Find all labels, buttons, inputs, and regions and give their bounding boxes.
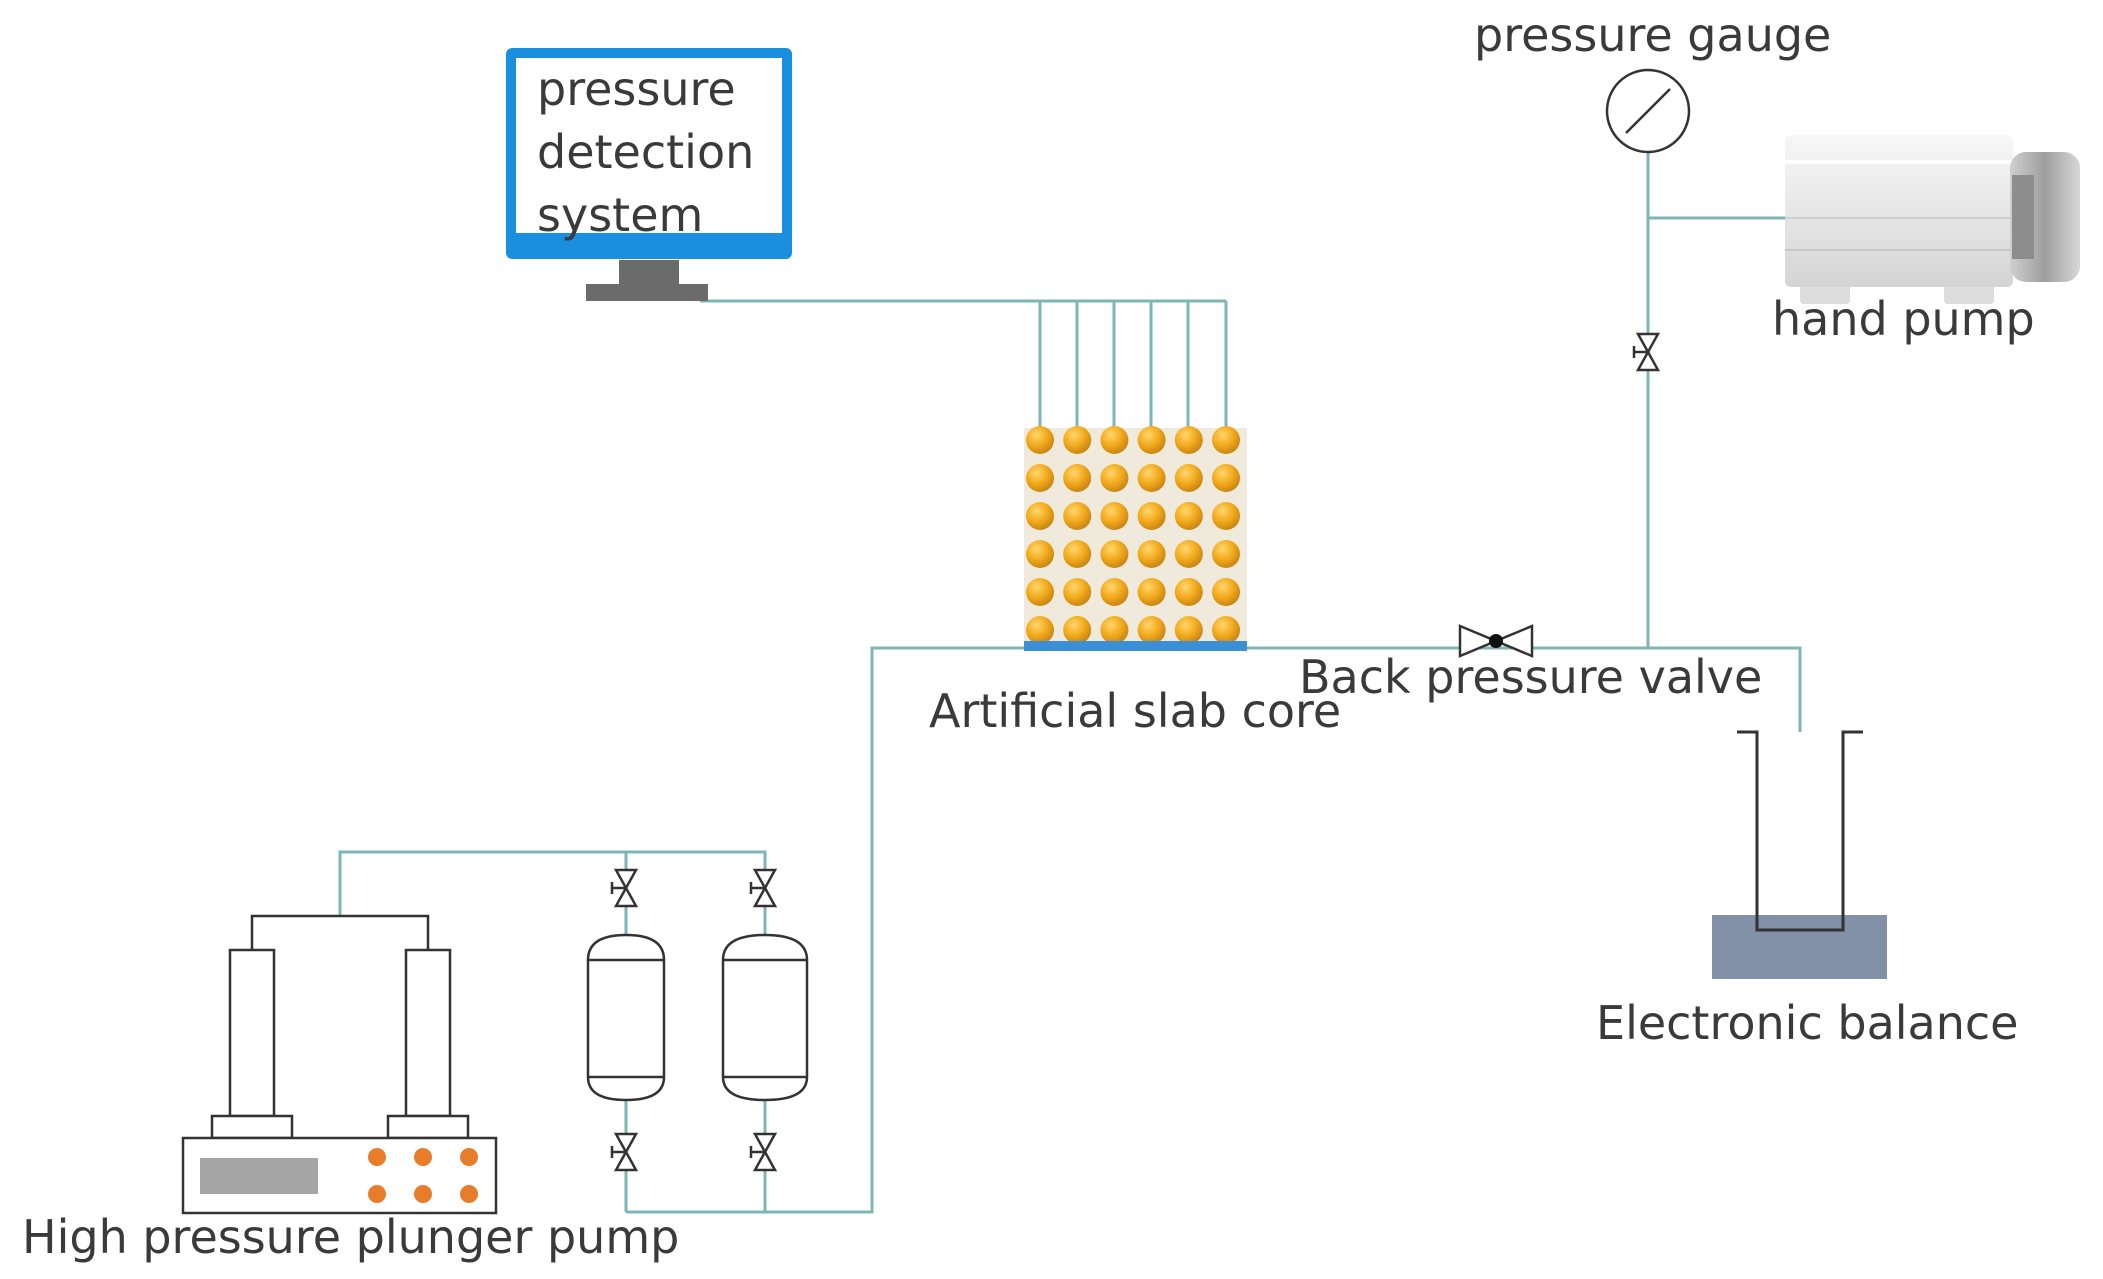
pump-buttons [368, 1148, 478, 1203]
hand-pump-label: hand pump [1772, 292, 2035, 346]
needle-valve [1632, 332, 1661, 372]
core-sphere [1063, 502, 1092, 530]
beaker [1737, 730, 1863, 932]
pump-button [414, 1148, 432, 1166]
core-sphere [1137, 540, 1166, 568]
needle-valve [749, 1132, 778, 1172]
electronic-balance [1712, 730, 1887, 979]
bpv-left-wing [1458, 624, 1500, 658]
core-sphere [1026, 578, 1054, 606]
core-sphere [1212, 464, 1240, 492]
pump-collar-right [386, 1114, 470, 1140]
core-sphere-grid [1026, 426, 1240, 644]
core-sphere [1026, 616, 1054, 644]
pump-cylinder-left [228, 948, 276, 1118]
core-sphere [1026, 540, 1054, 568]
core-base-plate [1024, 641, 1247, 651]
artificial-slab-core [1024, 426, 1247, 651]
core-sphere [1063, 578, 1092, 606]
storage-vessels [586, 933, 809, 1102]
pressure-detection-system-label: pressure detection system [537, 58, 754, 247]
core-sphere [1174, 502, 1203, 530]
gauge-needle [1625, 88, 1671, 134]
pds-line-1: pressure [537, 62, 736, 116]
back-pressure-valve [1458, 624, 1534, 658]
hand-pump-body [1785, 135, 2013, 287]
artificial-slab-core-label: Artificial slab core [929, 684, 1342, 738]
monitor-neck [619, 260, 679, 284]
bpv-right-wing [1492, 624, 1534, 658]
hand-pump [1785, 135, 2080, 304]
core-sphere [1063, 464, 1092, 492]
core-sphere [1100, 540, 1129, 568]
core-sphere [1212, 616, 1240, 644]
pump-cylinder-right [404, 948, 452, 1118]
needle-valve [610, 868, 639, 908]
monitor-screen [516, 58, 782, 233]
core-sphere [1100, 578, 1129, 606]
core-sphere [1174, 616, 1203, 644]
vessel-2 [721, 933, 809, 1102]
pump-button [368, 1185, 386, 1203]
core-sphere [1100, 464, 1129, 492]
core-sphere [1100, 502, 1129, 530]
needle-valve [749, 868, 778, 908]
hand-pump-feet-left [1800, 282, 1850, 304]
pump-button [368, 1148, 386, 1166]
pipe-core-inlet [626, 646, 1024, 1214]
pds-line-3: system [537, 188, 704, 242]
pump-button [460, 1185, 478, 1203]
core-sphere [1063, 540, 1092, 568]
core-sphere [1212, 540, 1240, 568]
balance-base [1712, 915, 1887, 979]
core-sphere [1137, 578, 1166, 606]
pump-display [200, 1158, 318, 1194]
core-sphere [1026, 426, 1054, 454]
needle-valves [610, 332, 1661, 1172]
core-sphere [1063, 426, 1092, 454]
pump-cylinder-manifold [250, 914, 430, 950]
pump-button [460, 1148, 478, 1166]
core-sphere [1174, 426, 1203, 454]
core-sphere [1212, 578, 1240, 606]
core-sphere [1137, 502, 1166, 530]
pump-button [414, 1185, 432, 1203]
pipe-core-outlet [1247, 646, 1802, 732]
core-sphere [1212, 426, 1240, 454]
core-sphere [1174, 464, 1203, 492]
core-sphere [1026, 464, 1054, 492]
core-block [1024, 428, 1247, 642]
back-pressure-valve-label: Back pressure valve [1299, 650, 1763, 704]
high-pressure-plunger-pump [181, 948, 498, 1215]
pump-collar-left [210, 1114, 294, 1140]
core-sphere [1100, 426, 1129, 454]
core-sphere [1137, 464, 1166, 492]
pressure-gauge-label: pressure gauge [1474, 8, 1832, 62]
core-sphere [1137, 616, 1166, 644]
core-sphere [1137, 426, 1166, 454]
core-sphere [1063, 616, 1092, 644]
pipe-top-manifold [338, 850, 767, 916]
pressure-gauge [1605, 68, 1691, 154]
bpv-center [1489, 634, 1503, 648]
core-sphere [1212, 502, 1240, 530]
needle-valve [610, 1132, 639, 1172]
core-sphere [1026, 502, 1054, 530]
vessel-1 [586, 933, 666, 1102]
core-sphere [1100, 616, 1129, 644]
pds-line-2: detection [537, 125, 755, 179]
monitor [506, 48, 792, 301]
core-sphere [1174, 540, 1203, 568]
monitor-base [586, 284, 708, 301]
core-sphere [1174, 578, 1203, 606]
high-pressure-plunger-pump-label: High pressure plunger pump [22, 1210, 680, 1264]
electronic-balance-label: Electronic balance [1596, 996, 2019, 1050]
hand-pump-feet-right [1944, 282, 1994, 304]
